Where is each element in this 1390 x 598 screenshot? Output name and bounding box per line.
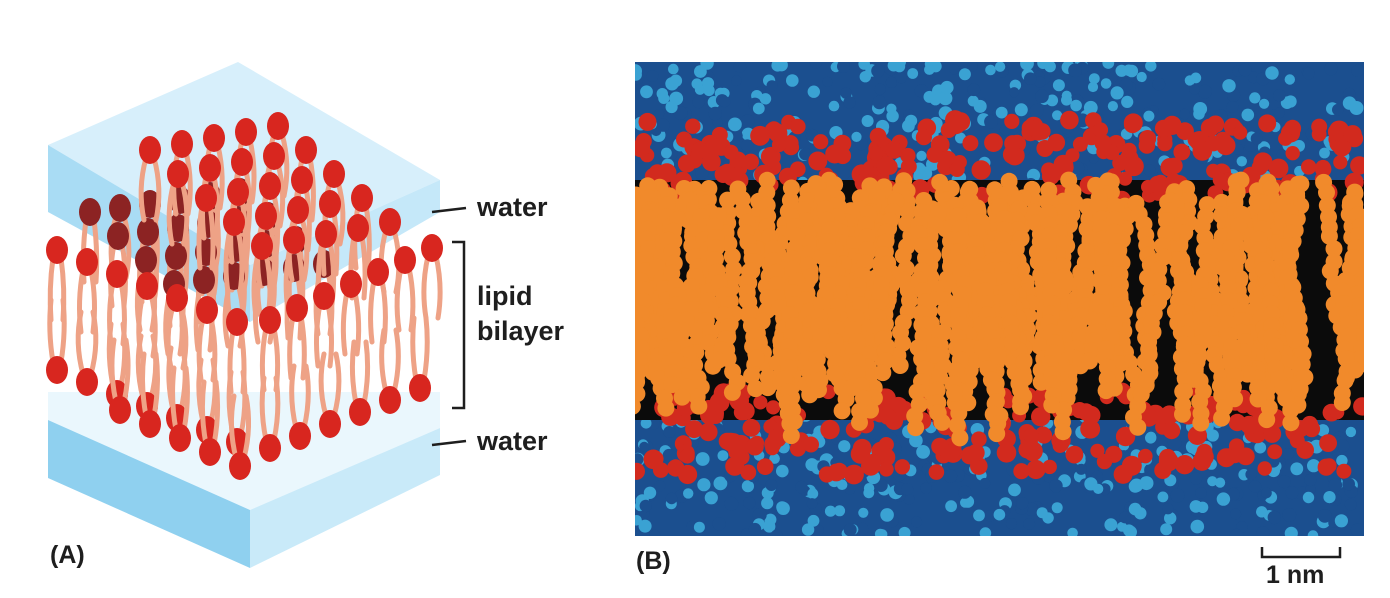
water-bottom-label: water — [477, 426, 548, 456]
lipid-molecule — [259, 375, 281, 462]
scale-bar — [1260, 547, 1342, 559]
lipid-molecule — [223, 208, 245, 295]
lipid-molecule — [228, 393, 252, 480]
lipid-molecule — [138, 136, 162, 223]
lipid-molecule — [169, 365, 191, 452]
lipid-molecule — [340, 270, 362, 357]
lipid-molecule — [421, 234, 443, 321]
water-top-leader — [431, 206, 467, 214]
panel-a-tag: (A) — [50, 541, 85, 569]
lipid-molecule — [75, 309, 99, 396]
bottom-water-slab-front-right — [250, 428, 440, 568]
lipid-molecule — [46, 297, 68, 384]
lipid-molecule — [109, 337, 131, 424]
lipid-molecules — [46, 112, 443, 480]
lipid-molecule — [289, 363, 311, 450]
lipid-molecule — [349, 339, 371, 426]
water-top-label: water — [477, 192, 548, 222]
water-bottom-leader — [431, 439, 467, 447]
bilayer-label-line1: lipid — [477, 281, 533, 311]
lipid-molecule — [313, 282, 335, 369]
panel-b-tag: (B) — [636, 547, 671, 575]
bottom-water-slab-front-left — [48, 420, 250, 568]
scale-bar-label: 1 nm — [1266, 561, 1325, 589]
bilayer-label-line2: bilayer — [477, 316, 565, 346]
lipid-molecule — [351, 184, 373, 271]
lipid-molecule — [139, 351, 161, 438]
lipid-tails — [635, 171, 1364, 447]
lipid-molecule — [199, 379, 221, 466]
lipid-molecule — [199, 154, 221, 241]
lipid-molecule — [409, 315, 431, 402]
bilayer-bracket — [452, 240, 466, 410]
lipid-molecule — [166, 160, 190, 247]
lipid-molecule — [318, 351, 342, 438]
lipid-molecule — [195, 184, 217, 271]
lipid-molecule — [379, 327, 401, 414]
lipid-bilayer-schematic — [46, 62, 467, 568]
